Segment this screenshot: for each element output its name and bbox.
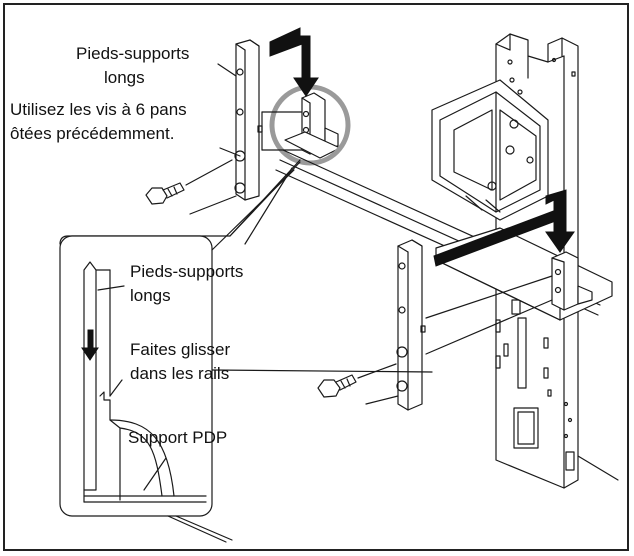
label-slide-line1: Faites glisser bbox=[130, 340, 231, 359]
inset-down-arrow-icon bbox=[81, 329, 99, 361]
label-slide-line2: dans les rails bbox=[130, 364, 230, 383]
label-inset-legs-line2: longs bbox=[130, 286, 171, 305]
label-top-legs-line1: Pieds-supports bbox=[76, 44, 190, 63]
label-top-legs-line2: longs bbox=[104, 68, 145, 87]
label-screws-line1: Utilisez les vis à 6 pans bbox=[10, 100, 187, 119]
top-long-leg bbox=[234, 39, 263, 201]
down-arrow-icon bbox=[269, 27, 319, 97]
top-hex-screw bbox=[145, 182, 185, 205]
lower-bracket bbox=[551, 251, 593, 311]
label-inset-legs-line1: Pieds-supports bbox=[130, 262, 244, 281]
column-bracket-housing bbox=[431, 79, 549, 221]
label-screws-line2: ôtées précédemment. bbox=[10, 124, 175, 143]
down-arrow-right-icon bbox=[545, 189, 575, 253]
lower-long-leg bbox=[396, 239, 426, 411]
lower-hex-screw bbox=[317, 374, 357, 398]
inset-callout bbox=[59, 159, 301, 517]
label-pdp-support: Support PDP bbox=[128, 428, 228, 447]
top-bracket bbox=[284, 92, 341, 159]
